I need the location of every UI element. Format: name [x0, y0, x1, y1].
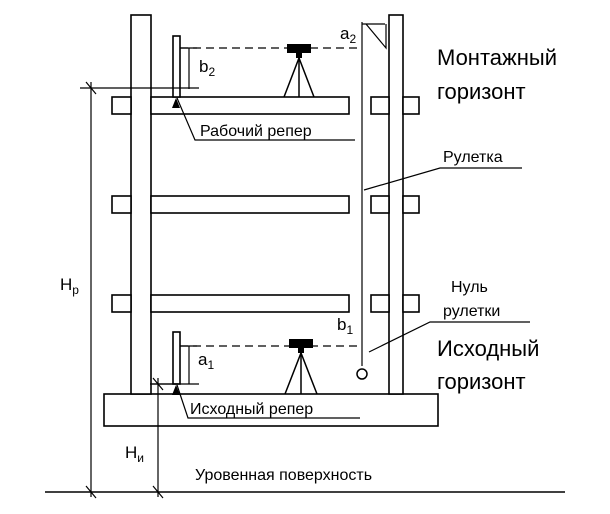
- floor-slab-mid-left: [111, 195, 132, 214]
- symbol-a1: a1: [198, 350, 214, 372]
- hi-tick-top: [152, 377, 164, 391]
- upper-leveling-rod: [172, 35, 181, 98]
- label-tape-zero-line1: Нуль: [451, 279, 488, 296]
- slab-stub-mid-far: [402, 195, 420, 214]
- lower-level-instrument: [284, 339, 318, 395]
- floor-slab-mid: [150, 195, 350, 214]
- symbol-b2: b2: [199, 57, 215, 79]
- floor-slab-top-left: [111, 96, 132, 115]
- slab-stub-low-far: [402, 294, 420, 313]
- symbol-hp: Hр: [60, 275, 79, 297]
- label-level-surface: Уровенная поверхность: [195, 467, 372, 484]
- upper-level-instrument: [283, 44, 315, 98]
- right-column: [388, 14, 404, 395]
- left-column: [130, 14, 152, 395]
- label-mount-horizon-line1: Монтажный: [437, 45, 557, 70]
- tape-leader: [363, 167, 522, 191]
- symbol-b1: b1: [337, 315, 353, 337]
- label-source-benchmark: Исходный репер: [190, 401, 313, 418]
- slab-stub-mid-right: [370, 195, 390, 214]
- work-benchmark-marker: [172, 98, 180, 108]
- hp-tick-bottom: [85, 485, 97, 499]
- floor-slab-low-left: [111, 294, 132, 313]
- tape-zero-leader: [368, 321, 530, 353]
- tape-top-bracket: [362, 23, 387, 50]
- foundation-slab: [103, 393, 439, 427]
- source-benchmark-marker: [172, 385, 180, 395]
- floor-slab-low: [150, 294, 350, 313]
- symbol-a2: a2: [340, 24, 356, 46]
- label-mount-horizon-line2: горизонт: [437, 79, 526, 104]
- label-source-horizon-line2: горизонт: [437, 369, 526, 394]
- hp-tick-top: [85, 81, 97, 95]
- source-benchmark-leader: [176, 384, 360, 419]
- lower-leveling-rod: [172, 331, 181, 385]
- floor-slab-top: [150, 96, 350, 115]
- label-source-horizon-line1: Исходный: [437, 336, 539, 361]
- label-tape: Рулетка: [443, 149, 503, 166]
- slab-stub-top-far: [402, 96, 420, 115]
- hi-tick-bottom: [152, 485, 164, 499]
- work-benchmark-leader: [176, 97, 355, 141]
- tape-plumb-weight: [356, 368, 368, 380]
- slab-stub-low-right: [370, 294, 390, 313]
- slab-stub-top-right: [370, 96, 390, 115]
- symbol-hi: Hи: [125, 443, 144, 465]
- label-tape-zero-line2: рулетки: [443, 303, 500, 320]
- label-work-benchmark: Рабочий репер: [200, 123, 312, 140]
